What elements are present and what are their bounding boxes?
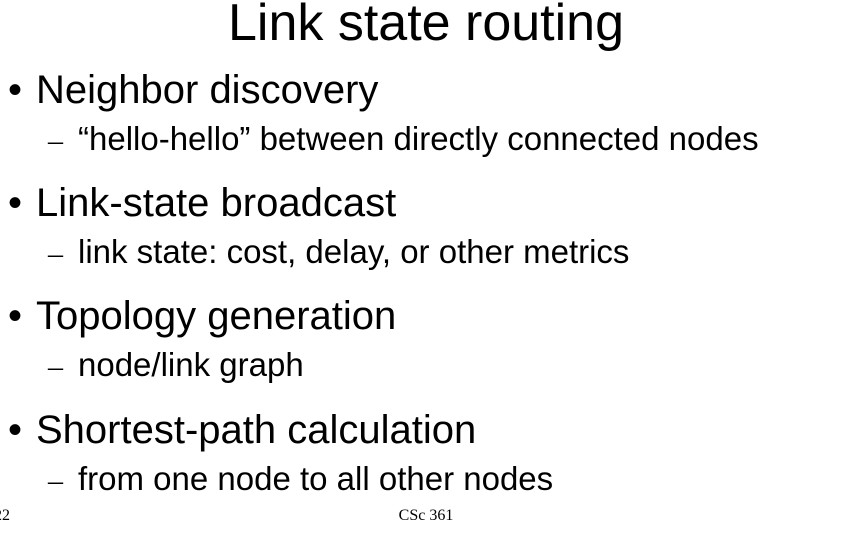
course-label: CSc 361 bbox=[398, 507, 454, 524]
sub-bullet-text: link state: cost, delay, or other metric… bbox=[78, 233, 630, 270]
bullet-text: Topology generation bbox=[36, 294, 397, 338]
bullet-text: Neighbor discovery bbox=[36, 68, 379, 112]
sub-dash: – bbox=[48, 124, 63, 157]
sub-dash: – bbox=[48, 464, 63, 497]
sub-bullet-text: from one node to all other nodes bbox=[78, 460, 554, 497]
bullet-dot: • bbox=[8, 294, 23, 338]
sub-dash: – bbox=[48, 237, 63, 270]
sub-dash: – bbox=[48, 350, 63, 383]
bullet-dot: • bbox=[8, 68, 23, 112]
slide-title: Link state routing bbox=[227, 0, 625, 52]
page-number: 22 bbox=[0, 507, 10, 524]
bullet-dot: • bbox=[8, 408, 23, 452]
sub-bullet-text: node/link graph bbox=[78, 346, 304, 383]
bullet-text: Shortest-path calculation bbox=[36, 408, 477, 452]
bullet-dot: • bbox=[8, 181, 23, 225]
bullet-text: Link-state broadcast bbox=[36, 181, 397, 225]
sub-bullet-text: “hello-hello” between directly connected… bbox=[78, 120, 759, 157]
